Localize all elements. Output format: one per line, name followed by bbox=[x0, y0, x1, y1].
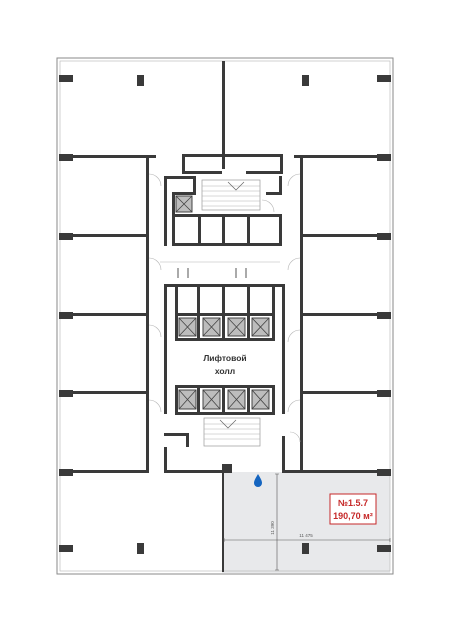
hall-label-line1: Лифтовой bbox=[203, 353, 246, 363]
unit-number: №1.5.7 bbox=[338, 498, 368, 508]
unit-area: 190,70 м² bbox=[333, 511, 373, 521]
partitions-right bbox=[302, 155, 390, 473]
upper-service-block bbox=[164, 176, 282, 246]
elevator-row-bottom bbox=[175, 385, 275, 415]
column bbox=[377, 545, 391, 552]
dimension-horizontal: 11 475 bbox=[299, 533, 313, 538]
door-swings bbox=[148, 173, 301, 443]
wall bbox=[186, 433, 189, 447]
core-walls bbox=[146, 154, 303, 473]
dimension-vertical: 11 390 bbox=[270, 521, 275, 535]
mid-corridor bbox=[160, 261, 285, 414]
elevator-cross-icon bbox=[178, 317, 270, 337]
columns-top bbox=[137, 75, 309, 554]
outer-facade bbox=[56, 57, 394, 575]
unit-label-box[interactable] bbox=[329, 493, 377, 525]
hall-label-line2: холл bbox=[215, 366, 235, 376]
wall bbox=[164, 433, 189, 436]
dimension-lines bbox=[223, 473, 391, 571]
elevator-cross-icon bbox=[178, 389, 270, 410]
elevator-row-top bbox=[175, 287, 275, 341]
stairs-icon bbox=[201, 179, 261, 211]
water-drop-icon bbox=[254, 474, 262, 487]
wall bbox=[222, 61, 225, 169]
partitions-left bbox=[60, 155, 148, 473]
stairs-icon bbox=[203, 417, 261, 447]
elevator-cross-icon bbox=[175, 195, 193, 213]
wall bbox=[222, 470, 224, 572]
